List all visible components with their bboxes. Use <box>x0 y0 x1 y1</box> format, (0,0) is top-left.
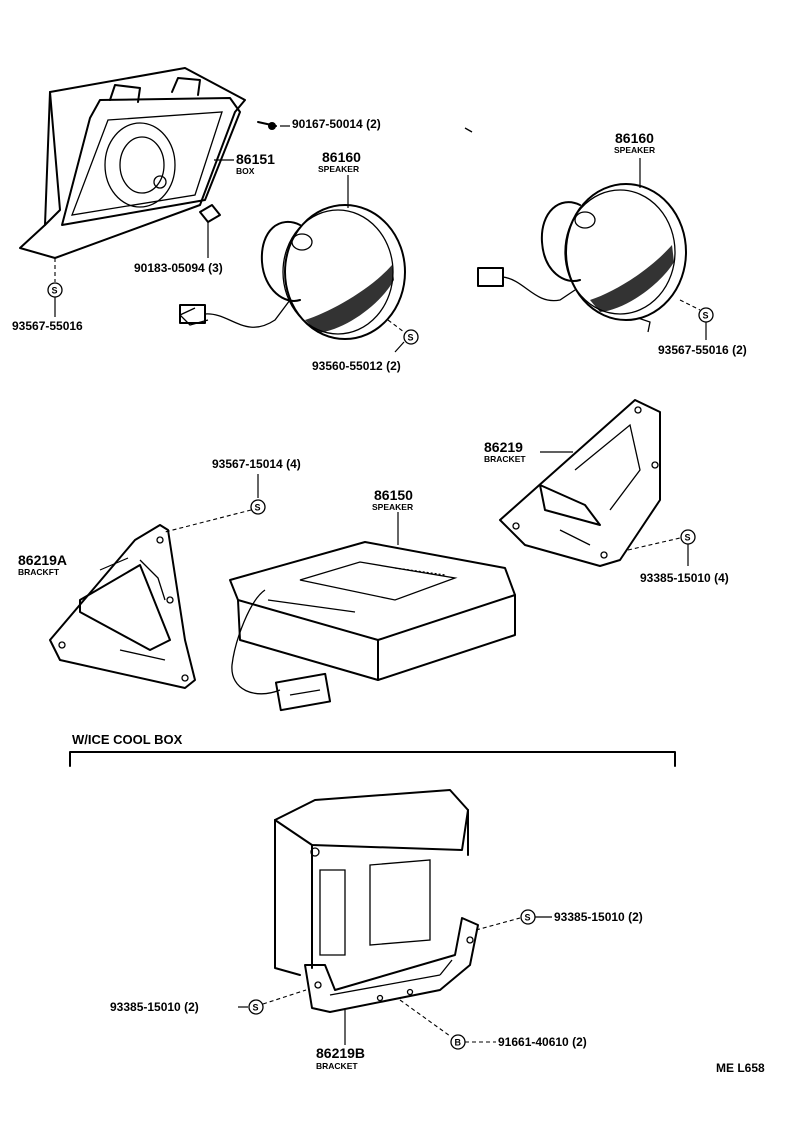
bracket-86219a[interactable] <box>49 524 196 689</box>
screw-symbol-93560[interactable]: S <box>403 329 419 345</box>
svg-text:S: S <box>525 913 531 923</box>
label-86219a: 86219A <box>18 552 67 568</box>
label-86150: 86150 <box>374 487 413 503</box>
svg-text:S: S <box>703 311 709 321</box>
svg-text:B: B <box>455 1038 462 1048</box>
svg-text:S: S <box>408 333 414 343</box>
label-91661: 91661-40610 (2) <box>498 1035 587 1049</box>
label-86160-right: 86160 <box>615 130 654 146</box>
svg-text:S: S <box>685 533 691 543</box>
label-86151-name: BOX <box>236 166 255 176</box>
svg-text:S: S <box>253 1003 259 1013</box>
label-86150-name: SPEAKER <box>372 502 413 512</box>
bracket-86219b[interactable] <box>304 917 479 1013</box>
label-86160-left-name: SPEAKER <box>318 164 359 174</box>
label-86160-right-name: SPEAKER <box>614 145 655 155</box>
label-93567-55016-right: 93567-55016 (2) <box>658 343 747 357</box>
screw-symbol-93385-cool-left[interactable]: S <box>248 999 264 1015</box>
leader-86219a <box>99 557 129 571</box>
screw-symbol-93567-15014[interactable]: S <box>250 499 266 515</box>
svg-text:S: S <box>255 503 261 513</box>
svg-text:S: S <box>52 286 58 296</box>
screw-symbol-93385-cool-right[interactable]: S <box>520 909 536 925</box>
label-86219b-name: BRACKET <box>316 1061 358 1071</box>
screw-symbol-right[interactable]: S <box>698 307 714 323</box>
speaker-86150[interactable] <box>229 541 516 712</box>
label-86219-name: BRACKET <box>484 454 526 464</box>
label-86219b: 86219B <box>316 1045 365 1061</box>
label-93385-cool-right: 93385-15010 (2) <box>554 910 643 924</box>
label-93385-cool-left: 93385-15010 (2) <box>110 1000 199 1014</box>
bolt-symbol-91661[interactable]: B <box>450 1034 466 1050</box>
clip-90183-icon[interactable] <box>199 204 221 223</box>
label-93560: 93560-55012 (2) <box>312 359 401 373</box>
diagram-code: ME L658 <box>716 1061 765 1075</box>
label-93567-15014: 93567-15014 (4) <box>212 457 301 471</box>
screw-symbol-93385-top[interactable]: S <box>680 529 696 545</box>
screw-symbol-left[interactable]: S <box>47 282 63 298</box>
section-bracket <box>69 751 676 767</box>
section-title: W/ICE COOL BOX <box>72 732 183 747</box>
label-86219: 86219 <box>484 439 523 455</box>
label-93385-top: 93385-15010 (4) <box>640 571 729 585</box>
bracket-86219[interactable] <box>499 399 661 567</box>
label-90167: 90167-50014 (2) <box>292 117 381 131</box>
label-93567-55016-left: 93567-55016 <box>12 319 83 333</box>
label-86160-left: 86160 <box>322 149 361 165</box>
label-90183: 90183-05094 (3) <box>134 261 223 275</box>
label-86151: 86151 <box>236 151 275 167</box>
label-86219a-name: BRACKFT <box>18 567 60 577</box>
cool-box[interactable] <box>274 789 469 976</box>
speaker-86160-right[interactable] <box>477 183 687 333</box>
speaker-86160-left[interactable] <box>178 204 406 340</box>
screw-90167-icon[interactable] <box>257 121 290 130</box>
speaker-box-86151[interactable] <box>19 67 246 259</box>
